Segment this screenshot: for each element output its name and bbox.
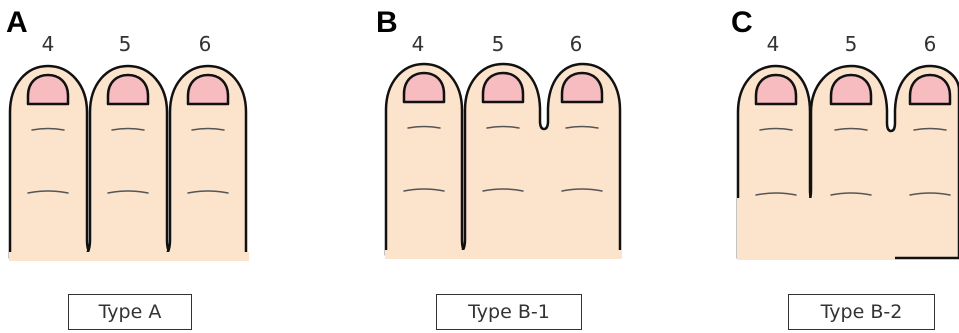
nail-6 xyxy=(910,75,950,104)
nail-6 xyxy=(188,75,228,104)
finger-number-6: 6 xyxy=(910,34,950,54)
nail-5 xyxy=(831,75,871,104)
nail-6 xyxy=(562,73,602,102)
finger-number-6: 6 xyxy=(556,34,596,54)
type-label: Type A xyxy=(68,294,192,330)
nail-4 xyxy=(756,75,796,104)
panel-type-a: A 4 5 6 Type A xyxy=(0,0,320,333)
panel-letter: B xyxy=(376,8,398,38)
type-label: Type B-1 xyxy=(436,294,582,330)
nail-4 xyxy=(404,73,444,102)
nail-5 xyxy=(108,75,148,104)
nail-5 xyxy=(483,73,523,102)
finger-number-5: 5 xyxy=(831,34,871,54)
finger-number-5: 5 xyxy=(478,34,518,54)
finger-number-4: 4 xyxy=(28,34,68,54)
finger-number-4: 4 xyxy=(398,34,438,54)
finger-number-5: 5 xyxy=(105,34,145,54)
panel-type-b-2: C 4 5 6 Type B-2 xyxy=(725,0,959,333)
nail-4 xyxy=(28,75,68,104)
panel-type-b-1: B 4 5 6 Type B-1 xyxy=(370,0,690,333)
panel-letter: C xyxy=(731,8,753,38)
panel-letter: A xyxy=(6,8,28,38)
finger-number-4: 4 xyxy=(753,34,793,54)
type-label: Type B-2 xyxy=(788,294,935,330)
finger-number-6: 6 xyxy=(185,34,225,54)
